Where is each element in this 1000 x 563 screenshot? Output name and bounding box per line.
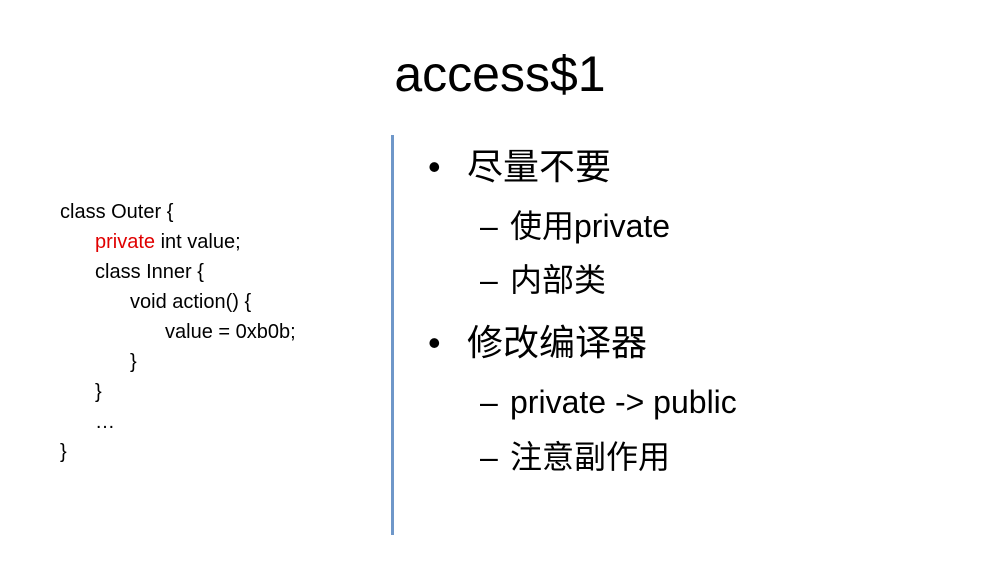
bullet-item: • 修改编译器 <box>428 321 647 365</box>
code-text: class Inner { <box>95 261 204 283</box>
bullet-text: 注意副作用 <box>510 439 671 475</box>
bullet-text: 修改编译器 <box>467 322 648 363</box>
vertical-divider <box>391 135 394 535</box>
code-line: value = 0xb0b; <box>60 317 296 347</box>
bullet-marker: • <box>428 146 441 187</box>
code-text: … <box>95 411 115 433</box>
bullet-text: 使用private <box>510 208 671 244</box>
code-line: class Outer { <box>60 197 296 227</box>
bullet-item: • 尽量不要 <box>428 145 611 189</box>
dash-marker: – <box>480 262 498 298</box>
code-text: } <box>60 441 67 463</box>
code-text: void action() { <box>130 291 252 313</box>
code-text: class Outer { <box>60 201 174 223</box>
dash-marker: – <box>480 208 498 244</box>
bullet-marker: • <box>428 322 441 363</box>
code-line: private int value; <box>60 227 296 257</box>
code-keyword: private <box>95 231 156 253</box>
code-line: class Inner { <box>60 257 296 287</box>
code-line: } <box>60 377 296 407</box>
sub-bullet-item: –内部类 <box>480 260 606 300</box>
code-line: } <box>60 437 296 467</box>
dash-marker: – <box>480 384 498 420</box>
code-line: … <box>60 407 296 437</box>
sub-bullet-item: –注意副作用 <box>480 437 670 477</box>
code-text: } <box>95 381 102 403</box>
code-line: } <box>60 347 296 377</box>
bullet-text: 尽量不要 <box>467 146 612 187</box>
dash-marker: – <box>480 439 498 475</box>
slide-title: access$1 <box>394 46 606 102</box>
code-text: value = 0xb0b; <box>165 321 296 343</box>
code-text: } <box>130 351 137 373</box>
bullet-text: private -> public <box>510 384 737 420</box>
bullet-text: 内部类 <box>510 262 607 298</box>
sub-bullet-item: –private -> public <box>480 382 737 422</box>
code-line: void action() { <box>60 287 296 317</box>
code-block: class Outer { private int value; class I… <box>60 197 296 467</box>
sub-bullet-item: –使用private <box>480 206 670 246</box>
code-text: int value; <box>155 231 241 253</box>
